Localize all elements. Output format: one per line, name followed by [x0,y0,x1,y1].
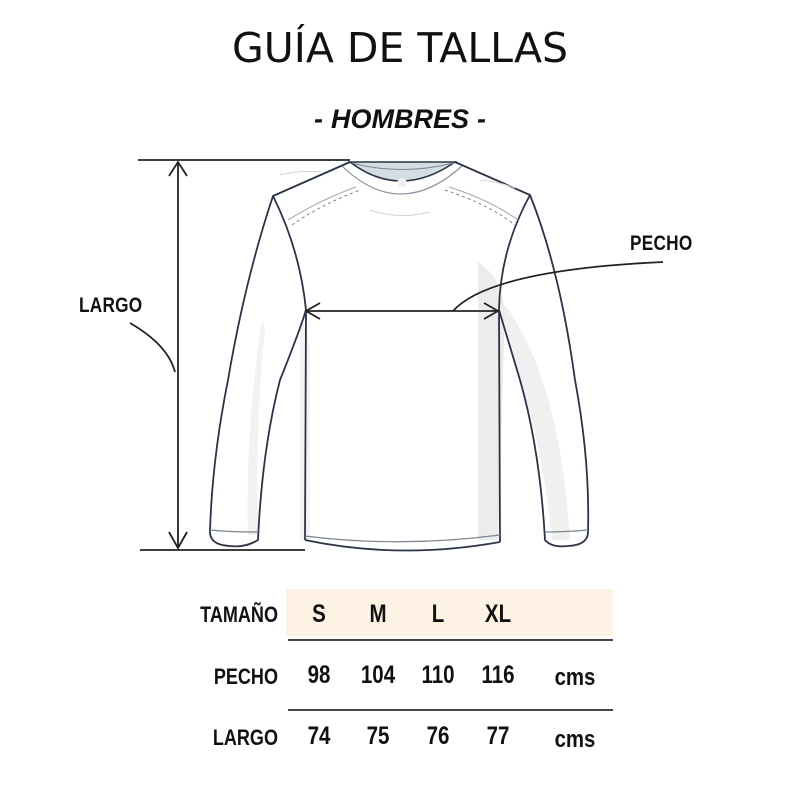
page-title: GUÍA DE TALLAS [231,24,569,72]
pecho-value-l: 110 [421,661,455,689]
subtitle-dash-right: - [477,104,486,134]
pecho-measure-line [304,261,664,320]
largo-value-xl: 77 [486,722,510,750]
largo-value-l: 76 [426,722,450,750]
pecho-label: PECHO [630,232,693,255]
size-header-label: TAMAÑO [200,602,278,627]
row-divider [288,709,613,711]
size-header-s: S [312,600,326,628]
page-subtitle: -HOMBRES- [0,104,800,135]
row-label-pecho: PECHO [213,664,278,689]
largo-value-s: 74 [307,722,331,750]
size-header-band [286,589,613,636]
row-label-largo: LARGO [212,725,278,750]
subtitle-text: HOMBRES [330,104,469,134]
pecho-value-s: 98 [307,661,331,689]
row-divider [288,639,613,641]
pecho-value-m: 104 [360,661,396,689]
size-header-xl: XL [484,600,512,628]
pecho-value-xl: 116 [481,661,515,689]
subtitle-dash-left: - [313,104,323,134]
largo-unit: cms [554,726,596,753]
largo-label: LARGO [79,294,143,317]
size-header-m: M [369,600,387,628]
pecho-unit: cms [554,664,596,691]
size-header-l: L [431,600,445,628]
largo-value-m: 75 [366,722,390,750]
largo-measure-line [129,159,350,551]
